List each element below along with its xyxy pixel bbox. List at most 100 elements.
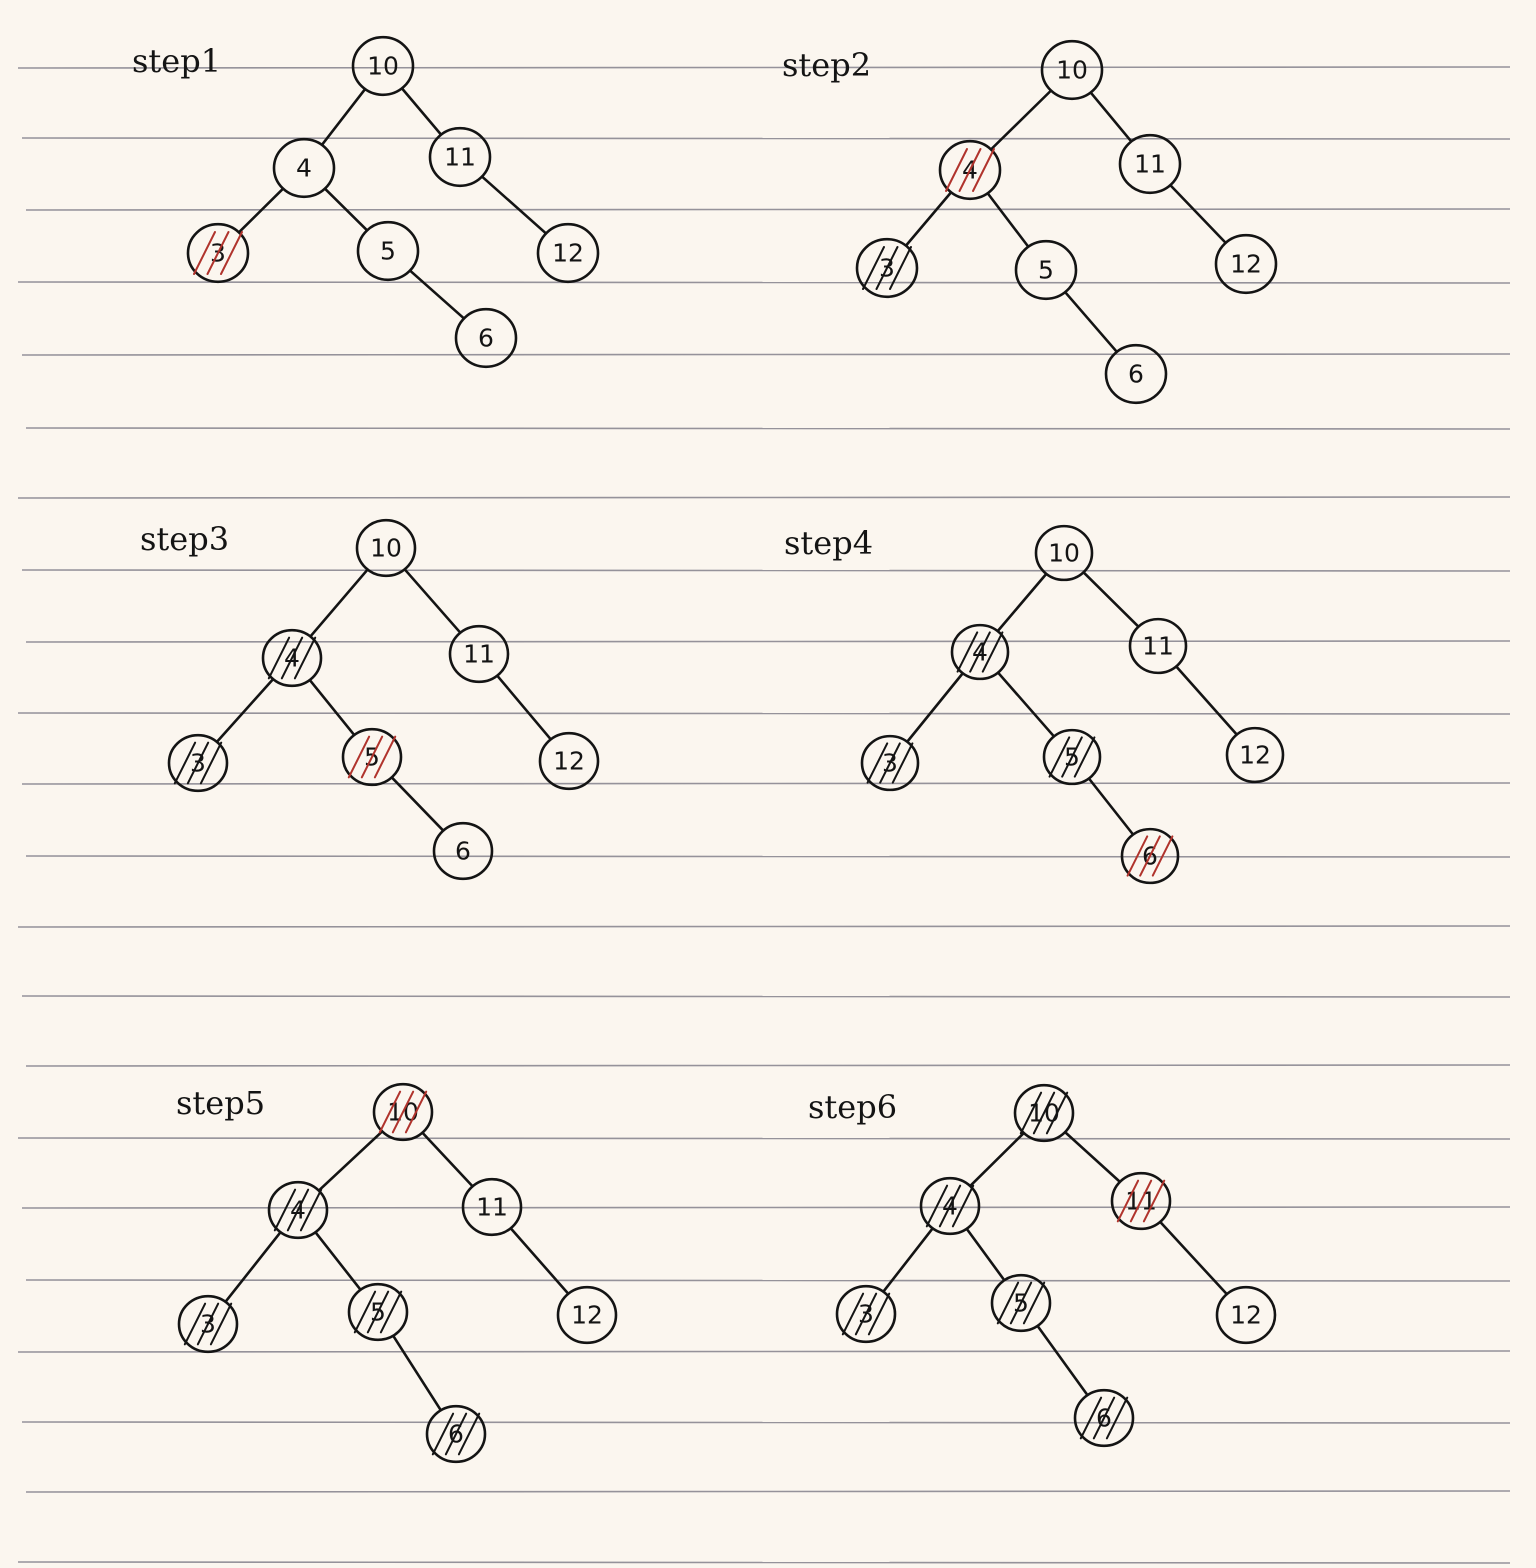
- tree-node: 6: [454, 307, 518, 369]
- node-label: 10: [367, 52, 399, 81]
- tree-edge: [1175, 665, 1238, 736]
- tree-edge: [905, 191, 952, 247]
- rule-line: [17, 496, 1511, 499]
- tree-edge: [496, 674, 552, 741]
- node-circle: [347, 1282, 409, 1342]
- tree-node: 11: [461, 1177, 523, 1237]
- node-label: 12: [552, 239, 584, 268]
- node-circle: [1104, 343, 1168, 405]
- tree-node: 12: [538, 731, 600, 791]
- node-circle: [1225, 726, 1285, 784]
- node-label: 10: [370, 534, 402, 563]
- tree-edge: [216, 678, 274, 743]
- node-circle: [372, 1082, 434, 1142]
- node-circle: [461, 1177, 523, 1237]
- step-label: step5: [176, 1084, 265, 1122]
- tree-edge: [509, 1227, 570, 1295]
- node-label: 12: [1230, 1301, 1262, 1330]
- step-panel: step11041135126: [132, 35, 600, 369]
- tree-edge: [481, 175, 547, 235]
- tree-node: 5: [347, 1282, 409, 1342]
- tree-node: 4: [267, 1180, 329, 1240]
- tree-node: 11: [1110, 1171, 1172, 1231]
- tree-node: 4: [272, 137, 336, 199]
- node-circle: [1214, 233, 1278, 295]
- rule-line: [17, 712, 1511, 715]
- tree-node: 4: [919, 1176, 981, 1236]
- tree-edge: [409, 269, 465, 320]
- node-label: 5: [380, 237, 396, 266]
- node-circle: [538, 731, 600, 791]
- tree-edge: [308, 679, 356, 736]
- tree-node: 3: [835, 1284, 897, 1344]
- node-label: 11: [1142, 632, 1174, 661]
- rule-line: [21, 1421, 1511, 1424]
- step-label: step2: [782, 46, 871, 84]
- current-node-hatch: [1116, 1179, 1166, 1223]
- visited-node-hatch: [353, 1290, 403, 1334]
- node-circle: [855, 237, 919, 299]
- visited-node-hatch: [925, 1184, 975, 1228]
- rule-line: [25, 1490, 1511, 1493]
- node-circle: [356, 220, 420, 282]
- tree-edge: [1064, 291, 1118, 353]
- node-circle: [835, 1284, 897, 1344]
- node-circle: [1013, 1083, 1075, 1143]
- rule-line: [21, 353, 1511, 356]
- tree-node: 10: [1040, 39, 1104, 101]
- node-circle: [950, 623, 1010, 681]
- node-label: 6: [455, 837, 471, 866]
- node-label: 12: [553, 747, 585, 776]
- node-circle: [1128, 617, 1188, 675]
- visited-node-hatch: [1079, 1396, 1129, 1440]
- tree-node: 10: [355, 518, 417, 578]
- rule-line: [21, 995, 1511, 998]
- rule-line: [25, 427, 1511, 430]
- tree-node: 12: [1215, 1285, 1277, 1345]
- step-label: step1: [132, 42, 221, 80]
- node-circle: [1042, 728, 1102, 786]
- tree-node: 10: [1013, 1083, 1075, 1143]
- node-label: 10: [1056, 56, 1088, 85]
- tree-node: 12: [556, 1285, 618, 1345]
- node-label: 12: [1239, 741, 1271, 770]
- rule-line: [17, 1561, 1511, 1564]
- visited-node-hatch: [173, 741, 223, 785]
- node-circle: [1120, 827, 1180, 885]
- rule-line: [25, 1279, 1511, 1282]
- node-circle: [990, 1273, 1052, 1333]
- tree-edge: [997, 671, 1055, 738]
- tree-edge: [321, 88, 366, 146]
- tree-edge: [309, 568, 369, 638]
- rule-line: [21, 782, 1511, 785]
- rule-line: [25, 855, 1511, 858]
- node-label: 12: [1230, 250, 1262, 279]
- tree-edge: [882, 1227, 934, 1293]
- rule-line: [25, 208, 1511, 211]
- tree-node: 10: [372, 1082, 434, 1142]
- tree-edge: [324, 187, 368, 232]
- tree-node: 4: [950, 623, 1010, 681]
- node-label: 11: [463, 640, 495, 669]
- visited-node-hatch: [1019, 1091, 1069, 1135]
- node-circle: [261, 628, 323, 688]
- step-panel: step61041135126: [808, 1083, 1277, 1448]
- node-label: 5: [1038, 256, 1054, 285]
- current-node-hatch: [347, 735, 397, 779]
- node-circle: [536, 222, 600, 284]
- tree-edge: [1088, 777, 1134, 836]
- rule-line: [25, 1064, 1511, 1067]
- tree-node: 11: [1118, 133, 1182, 195]
- visited-node-hatch: [841, 1292, 891, 1336]
- visited-node-hatch: [431, 1412, 481, 1456]
- node-circle: [556, 1285, 618, 1345]
- node-label: 11: [476, 1193, 508, 1222]
- node-label: 6: [478, 324, 494, 353]
- visited-node-hatch: [1048, 736, 1096, 778]
- node-circle: [267, 1180, 329, 1240]
- tree-edge: [392, 1335, 442, 1411]
- tree-node: 4: [938, 139, 1002, 201]
- visited-node-hatch: [996, 1281, 1046, 1325]
- rule-line: [21, 569, 1511, 572]
- node-label: 12: [571, 1301, 603, 1330]
